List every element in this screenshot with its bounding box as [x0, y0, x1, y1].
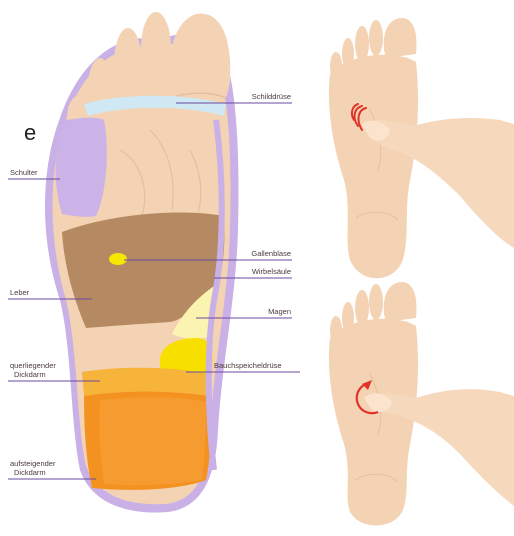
- small-foot-bottom: [329, 282, 514, 526]
- label-leber: Leber: [10, 288, 30, 297]
- zone-gallbladder: [109, 253, 127, 265]
- label-querliegender-1: querliegender: [10, 361, 56, 370]
- foot-sole: [329, 319, 418, 526]
- small-foot-top: [329, 18, 514, 278]
- label-schulter: Schulter: [10, 168, 38, 177]
- toe-2: [141, 12, 171, 84]
- fragment-text: e: [24, 120, 36, 145]
- main-foot: [45, 12, 239, 513]
- foot-sole: [329, 55, 418, 279]
- toe-3: [114, 28, 142, 100]
- toe: [369, 20, 383, 56]
- label-magen: Magen: [268, 307, 291, 316]
- label-gallenblase: Gallenblase: [251, 249, 291, 258]
- toe: [369, 284, 383, 320]
- label-bauchspeicheldruese: Bauchspeicheldrüse: [214, 361, 282, 370]
- label-aufsteigender-1: aufsteigender: [10, 459, 56, 468]
- zone-ascending-colon-inner: [99, 397, 206, 485]
- toe-big: [384, 282, 417, 322]
- label-querliegender-2: Dickdarm: [14, 370, 46, 379]
- label-schilddruese: Schilddrüse: [252, 92, 291, 101]
- label-aufsteigender-2: Dickdarm: [14, 468, 46, 477]
- zone-shoulder: [56, 118, 107, 217]
- toe-big: [384, 18, 417, 58]
- label-wirbelsaeule: Wirbelsäule: [252, 267, 291, 276]
